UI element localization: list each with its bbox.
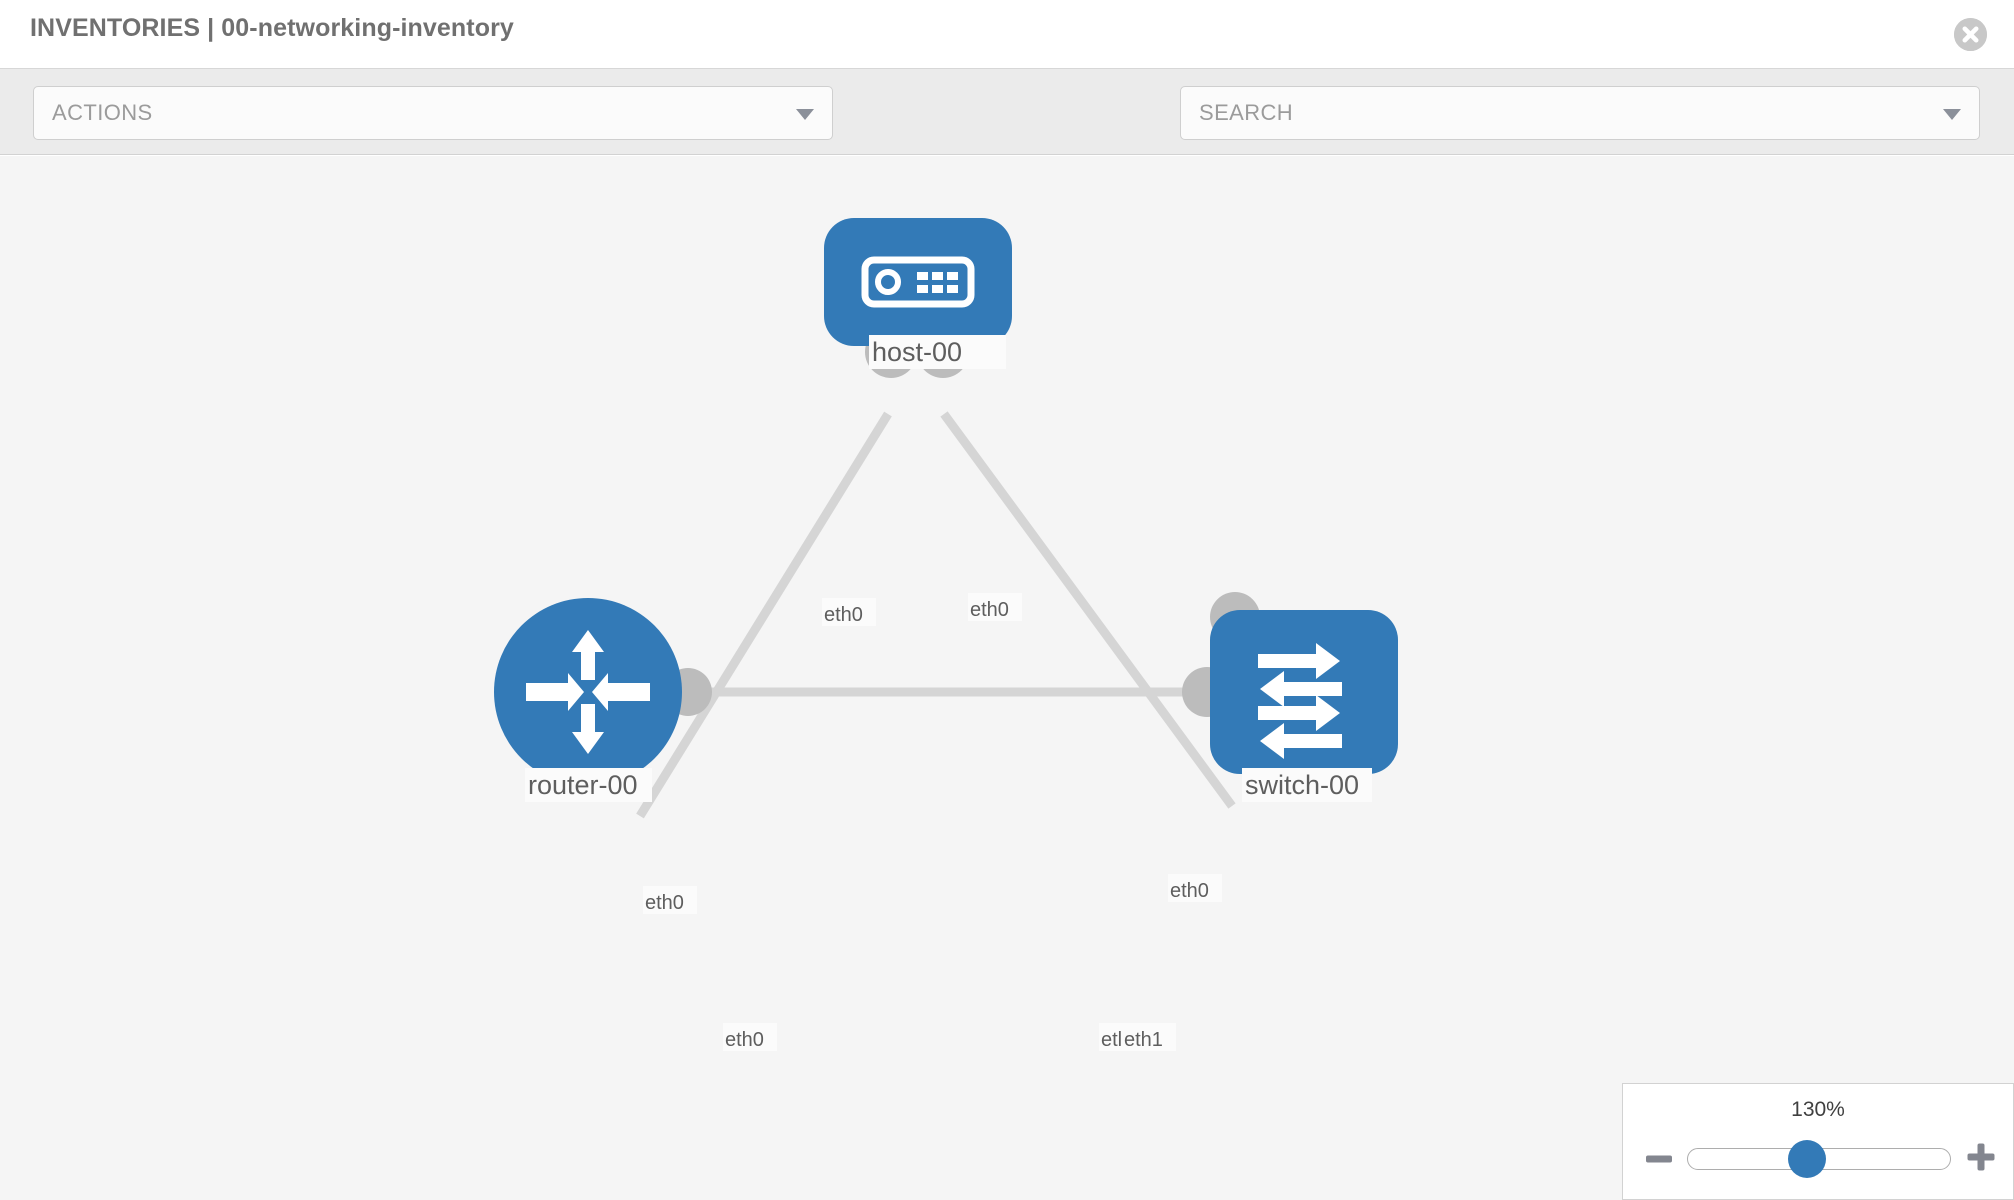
topology-links <box>636 411 1236 819</box>
topology-graph[interactable]: host-00 router-00 <box>0 156 2014 1200</box>
search-placeholder: SEARCH <box>1199 100 1294 125</box>
chevron-down-icon[interactable] <box>796 109 814 120</box>
router-arrows-icon <box>526 630 650 754</box>
chevron-down-icon[interactable] <box>1943 109 1961 120</box>
topology-canvas[interactable]: host-00 router-00 <box>0 156 2014 1200</box>
iface-label-switch-left-a: etl <box>1101 1029 1122 1051</box>
iface-label-switch-up: eth0 <box>1170 880 1209 902</box>
interface-labels: eth0 eth0 eth0 eth0 eth0 etl eth1 <box>643 593 1222 1051</box>
node-label-host-00: host-00 <box>872 337 962 367</box>
iface-label-host-left: eth0 <box>824 604 863 626</box>
zoom-out-button[interactable] <box>1645 1145 1673 1173</box>
host-node-shape[interactable] <box>824 218 1012 346</box>
close-icon[interactable] <box>1954 18 1987 51</box>
page-title: INVENTORIES | 00-networking-inventory <box>30 14 514 42</box>
node-switch-00[interactable]: switch-00 <box>1210 610 1398 802</box>
iface-label-router-up: eth0 <box>645 892 684 914</box>
interface-nubs <box>664 326 1260 717</box>
zoom-level-label: 130% <box>1791 1098 1845 1121</box>
router-node-shape[interactable] <box>494 598 682 786</box>
zoom-control: 130% <box>1622 1083 2014 1200</box>
zoom-slider-handle[interactable] <box>1788 1140 1826 1178</box>
link-host-router[interactable] <box>636 411 892 819</box>
node-label-router-00: router-00 <box>528 770 638 800</box>
server-device-icon <box>861 256 975 308</box>
switch-arrows-icon <box>1258 643 1342 759</box>
node-label-switch-00: switch-00 <box>1245 770 1359 800</box>
search-input[interactable]: SEARCH <box>1180 86 1980 140</box>
node-host-00[interactable]: host-00 <box>824 218 1012 369</box>
page-header: INVENTORIES | 00-networking-inventory <box>0 0 2014 69</box>
iface-label-router-right: eth0 <box>725 1029 764 1051</box>
link-host-switch[interactable] <box>940 411 1236 809</box>
iface-label-switch-left-b: eth1 <box>1124 1029 1163 1051</box>
node-router-00[interactable]: router-00 <box>494 598 682 802</box>
actions-dropdown-label: ACTIONS <box>52 100 153 125</box>
zoom-in-button[interactable] <box>1966 1142 1996 1172</box>
actions-dropdown[interactable]: ACTIONS <box>33 86 833 140</box>
toolbar: ACTIONS SEARCH <box>0 69 2014 195</box>
iface-label-host-right: eth0 <box>970 599 1009 621</box>
